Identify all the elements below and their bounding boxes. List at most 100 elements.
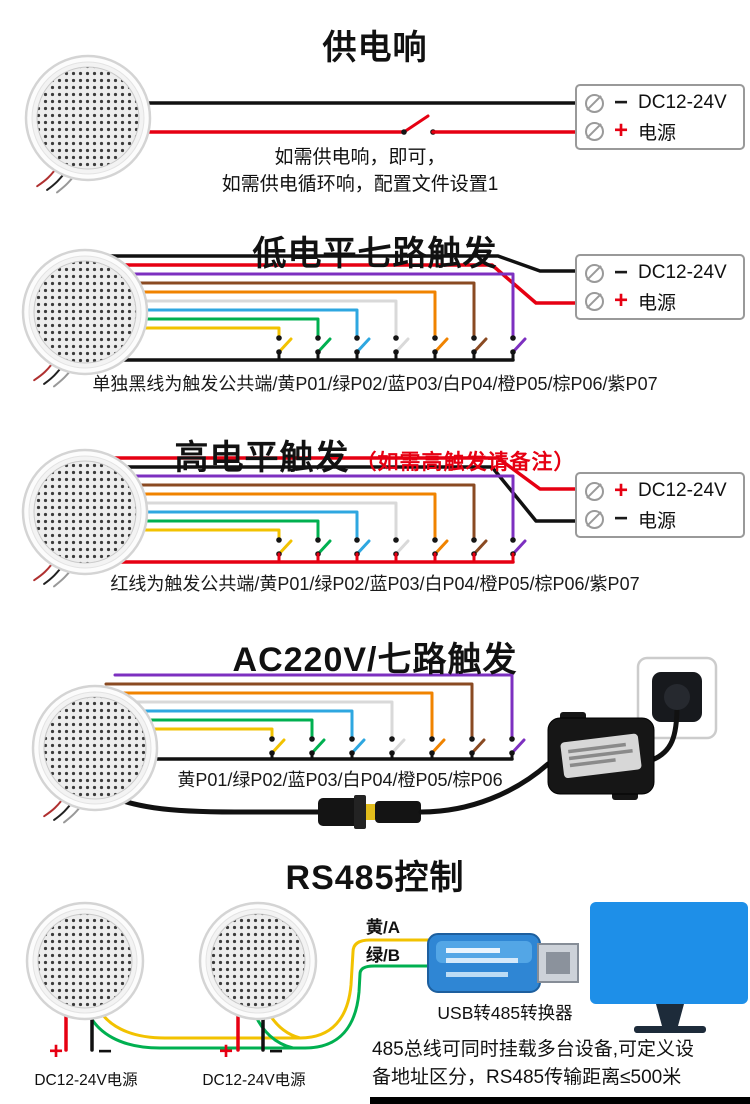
wire — [277, 539, 293, 556]
terminal-label: DC12-24V — [638, 92, 727, 113]
speaker-illustration — [25, 901, 145, 1021]
power-terminal-block-2: − DC12-24V + 电源 — [575, 254, 745, 320]
wire — [98, 718, 314, 741]
power-adapter — [547, 712, 655, 800]
wire — [402, 114, 430, 134]
wire — [316, 539, 332, 556]
terminal-sign: − — [613, 505, 628, 532]
wire — [93, 326, 281, 340]
section-rs485-title: RS485控制 — [285, 859, 465, 897]
rs485-note: 485总线可同时挂载多台设备,可定义设 备地址区分，RS485传输距离≤500米 — [372, 1036, 750, 1092]
wire — [93, 492, 437, 542]
terminal-sign: + — [613, 477, 628, 504]
high-level-title-text: 高电平触发 — [174, 439, 350, 477]
wire — [93, 272, 515, 340]
psu2-label: DC12-24V电源 — [202, 1072, 306, 1089]
section-high-level-graphics — [21, 448, 579, 588]
wire — [98, 691, 434, 741]
wire — [470, 738, 486, 755]
wire — [93, 299, 398, 340]
wire — [93, 483, 476, 542]
section-rs485-graphics — [25, 901, 748, 1052]
low-level-caption: 单独黑线为触发公共端/黄P01/绿P02/蓝P03/白P04/橙P05/棕P06… — [92, 374, 658, 394]
terminal-sign: + — [613, 287, 628, 314]
speaker-illustration — [24, 54, 152, 194]
wire — [93, 510, 359, 542]
wire — [93, 519, 320, 542]
wire — [649, 703, 680, 763]
terminal-row: + 电源 — [585, 288, 743, 314]
terminal-label: 电源 — [638, 122, 677, 144]
converter-label: USB转485转换器 — [437, 1003, 573, 1023]
speaker-illustration — [31, 684, 159, 824]
dc-connector-pair — [318, 795, 421, 829]
terminal-row: + DC12-24V — [585, 478, 743, 504]
plug-head-icon — [664, 684, 690, 710]
psu1-minus-sign: − — [98, 1038, 113, 1065]
rs485-wire-b-label: 绿/B — [366, 946, 400, 965]
high-level-caption: 红线为触发公共端/黄P01/绿P02/蓝P03/白P04/橙P05/棕P06/紫… — [110, 574, 640, 594]
wire — [511, 337, 527, 354]
wire — [418, 761, 551, 815]
wire — [433, 337, 449, 354]
wire — [93, 281, 476, 340]
wire — [93, 528, 281, 542]
wire — [510, 738, 526, 755]
rs485-note-line-2: 备地址区分，RS485传输距离≤500米 — [372, 1067, 682, 1088]
terminal-label: 电源 — [638, 292, 677, 314]
terminal-label: DC12-24V — [638, 480, 727, 501]
rs485-wire-a-label: 黄/A — [366, 918, 400, 937]
wire — [88, 456, 579, 491]
speaker-illustration — [21, 248, 149, 388]
speaker-illustration — [21, 448, 149, 588]
wire — [113, 673, 514, 741]
wire — [316, 337, 332, 354]
bottom-divider — [370, 1097, 750, 1104]
section-ac220-graphics — [31, 656, 718, 829]
terminal-row: − DC12-24V — [585, 90, 743, 116]
wire — [104, 682, 474, 741]
wire — [93, 501, 398, 542]
usb-rs485-converter — [427, 933, 579, 993]
screw-terminal-icon — [585, 121, 604, 141]
wire — [390, 738, 406, 755]
terminal-sign: + — [613, 117, 628, 144]
power-terminal-block-3: + DC12-24V − 电源 — [575, 472, 745, 538]
wire — [355, 539, 371, 556]
screw-terminal-icon — [585, 291, 604, 311]
wire — [394, 337, 410, 354]
section-low-level-graphics — [21, 248, 579, 388]
wire — [472, 337, 488, 354]
wire — [93, 317, 320, 340]
trigger-switch-icon — [276, 537, 293, 557]
wire — [472, 539, 488, 556]
wire — [98, 727, 274, 741]
screw-terminal-icon — [585, 263, 604, 283]
wire — [84, 964, 430, 1050]
screw-terminal-icon — [585, 481, 604, 501]
power-on-note-line-2: 如需供电循环响，配置文件设置1 — [221, 174, 499, 195]
terminal-row: − 电源 — [585, 506, 743, 532]
psu2-plus-sign: + — [219, 1038, 234, 1065]
wire — [93, 938, 430, 1040]
wire — [355, 337, 371, 354]
psu1-plus-sign: + — [49, 1038, 64, 1065]
screw-terminal-icon — [585, 93, 604, 113]
power-terminal-block-1: − DC12-24V + 电源 — [575, 84, 745, 150]
power-on-note: 如需供电响，即可， 如需供电循环响，配置文件设置1 — [130, 144, 590, 198]
wire — [270, 738, 286, 755]
psu1-label: DC12-24V电源 — [34, 1072, 138, 1089]
wire — [93, 474, 515, 542]
wire — [93, 290, 437, 340]
section-ac220-title: AC220V/七路触发 — [232, 641, 518, 679]
section-power-on-title: 供电响 — [322, 29, 428, 67]
wire — [310, 738, 326, 755]
wire — [430, 738, 446, 755]
section-high-level-title: 高电平触发（如需高触发请备注） — [0, 430, 750, 479]
high-level-title-note: （如需高触发请备注） — [355, 451, 576, 474]
terminal-row: + 电源 — [585, 118, 743, 144]
wire — [350, 738, 366, 755]
wire — [394, 539, 410, 556]
screw-terminal-icon — [585, 509, 604, 529]
